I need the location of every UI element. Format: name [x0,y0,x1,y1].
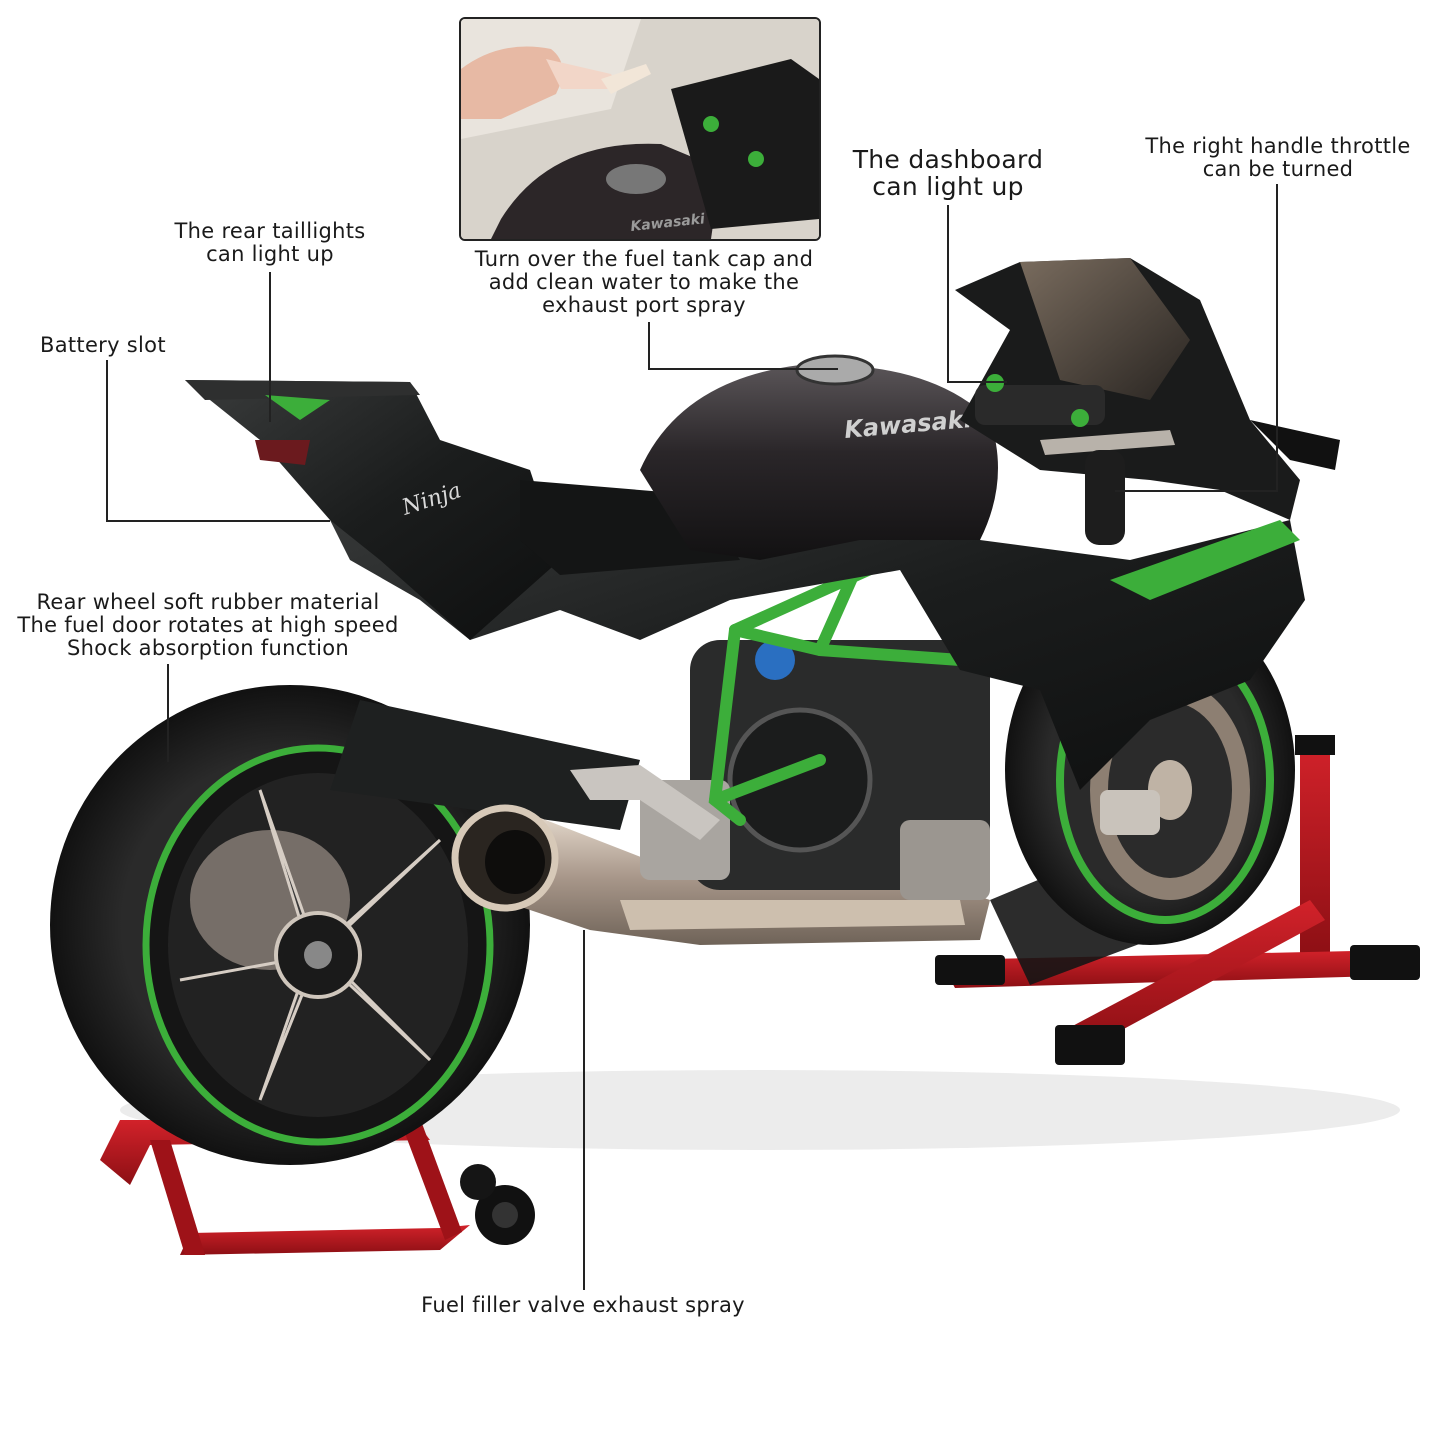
callout-line: can light up [206,242,334,266]
leader-line [106,520,330,522]
callout-line: can be turned [1202,157,1354,181]
callout-line: Battery slot [40,333,166,357]
callout-rear-wheel: Rear wheel soft rubber material The fuel… [8,591,408,660]
fuel-tank: Kawasaki [640,354,998,560]
leader-line [947,205,949,383]
leader-line [167,664,169,762]
callout-rear-taillights: The rear taillights can light up [160,220,380,266]
engine [640,640,990,900]
leader-line [648,322,650,370]
front-stand [935,735,1420,1065]
leader-line [106,360,108,522]
callout-fuel-tank: Turn over the fuel tank cap and add clea… [462,248,826,317]
leader-line [1276,184,1278,492]
leader-line [648,368,838,370]
callout-line: Turn over the fuel tank cap and [474,247,814,271]
callout-exhaust: Fuel filler valve exhaust spray [400,1294,766,1317]
inset-brand-badge: Kawasaki [630,211,706,235]
callout-battery-slot: Battery slot [40,334,170,357]
callout-line: exhaust port spray [542,293,746,317]
leader-line [947,381,1007,383]
rear-wheel [50,685,530,1165]
footpeg-bracket [570,765,720,840]
main-fairing [330,470,1305,790]
leader-line [269,272,271,422]
exhaust [451,804,990,945]
inset-illustration: Kawasaki [461,19,819,239]
leader-line [583,930,585,1290]
callout-line: The dashboard [852,145,1044,174]
callout-throttle: The right handle throttle can be turned [1130,135,1426,181]
callout-line: Shock absorption function [66,636,349,660]
callout-line: The fuel door rotates at high speed [17,613,399,637]
leader-line [1115,490,1278,492]
fuel-tank-inset-photo: Kawasaki [459,17,821,241]
tail-section: Ninja [185,380,560,640]
callout-line: add clean water to make the [488,270,800,294]
callout-line: The right handle throttle [1145,134,1411,158]
callout-line: can light up [872,172,1024,201]
callout-line: Fuel filler valve exhaust spray [421,1293,745,1317]
swingarm [330,700,640,830]
callout-line: Rear wheel soft rubber material [36,590,380,614]
callout-line: The rear taillights [174,219,366,243]
front-cowl [955,258,1340,545]
callout-dashboard: The dashboard can light up [838,146,1058,200]
